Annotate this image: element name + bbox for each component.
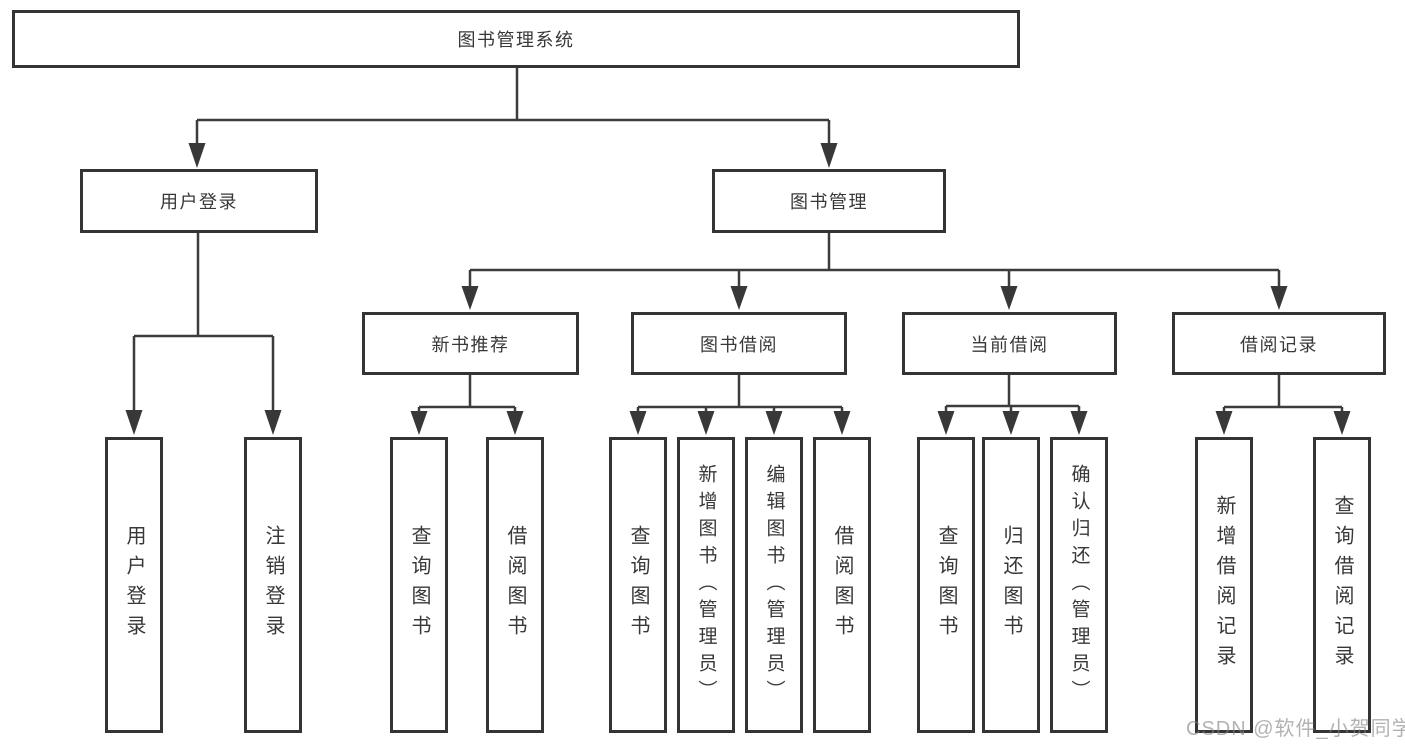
leaf-add-borrow-record-label: 新增借阅记录	[1213, 495, 1235, 675]
leaf-query-books-newbook: 查询图书	[390, 437, 448, 733]
node-borrowing-records: 借阅记录	[1172, 312, 1386, 375]
leaf-query-books-newbook-label: 查询图书	[408, 525, 430, 645]
leaf-logout: 注销登录	[244, 437, 302, 733]
leaf-confirm-return-admin: 确认归还（管理员）	[1050, 437, 1108, 733]
leaf-return-books: 归还图书	[982, 437, 1040, 733]
csdn-watermark: CSDN @软件_小贺同学	[1186, 718, 1405, 740]
leaf-user-login: 用户登录	[105, 437, 163, 733]
leaf-edit-books-admin: 编辑图书（管理员）	[745, 437, 803, 733]
node-book-borrowing: 图书借阅	[631, 312, 847, 375]
leaf-query-borrow-record: 查询借阅记录	[1313, 437, 1371, 733]
leaf-edit-books-admin-label: 编辑图书（管理员）	[763, 463, 785, 707]
node-user-login: 用户登录	[80, 169, 318, 233]
leaf-query-borrow-record-label: 查询借阅记录	[1331, 495, 1353, 675]
node-user-login-label: 用户登录	[160, 192, 238, 212]
node-current-borrowing-label: 当前借阅	[970, 334, 1049, 355]
connector-borrowing-records-to-leaves	[1215, 375, 1351, 435]
leaf-borrow-books-newbook: 借阅图书	[486, 437, 544, 733]
leaf-logout-label: 注销登录	[262, 525, 284, 645]
connector-current-borrowing-to-leaves	[937, 375, 1088, 435]
node-new-book-recommendation: 新书推荐	[362, 312, 579, 375]
leaf-query-books-borrow: 查询图书	[609, 437, 667, 733]
connector-book-management-to-level2	[461, 233, 1288, 310]
leaf-query-books-current: 查询图书	[917, 437, 975, 733]
leaf-return-books-label: 归还图书	[1000, 525, 1022, 645]
node-book-management-label: 图书管理	[790, 192, 868, 212]
node-current-borrowing: 当前借阅	[902, 312, 1117, 375]
node-book-management-system: 图书管理系统	[12, 10, 1020, 68]
leaf-borrow-books-newbook-label: 借阅图书	[504, 525, 526, 645]
leaf-query-books-borrow-label: 查询图书	[627, 525, 649, 645]
leaf-add-books-admin: 新增图书（管理员）	[677, 437, 735, 733]
connector-book-borrowing-to-leaves	[629, 375, 851, 435]
leaf-confirm-return-admin-label: 确认归还（管理员）	[1068, 463, 1090, 707]
connector-user-login-to-leaves	[125, 233, 282, 435]
leaf-user-login-label: 用户登录	[123, 525, 145, 645]
leaf-add-books-admin-label: 新增图书（管理员）	[695, 463, 717, 707]
leaf-query-books-current-label: 查询图书	[935, 525, 957, 645]
node-borrowing-records-label: 借阅记录	[1240, 334, 1318, 355]
leaf-add-borrow-record: 新增借阅记录	[1195, 437, 1253, 733]
node-book-management: 图书管理	[712, 169, 946, 233]
node-new-book-recommendation-label: 新书推荐	[431, 334, 510, 355]
connector-new-book-to-leaves	[410, 375, 524, 435]
leaf-borrow-books-borrow-label: 借阅图书	[831, 525, 853, 645]
connector-root-to-level1	[188, 68, 838, 168]
leaf-borrow-books-borrow: 借阅图书	[813, 437, 871, 733]
node-book-borrowing-label: 图书借阅	[700, 334, 778, 355]
node-book-management-system-label: 图书管理系统	[457, 30, 575, 50]
